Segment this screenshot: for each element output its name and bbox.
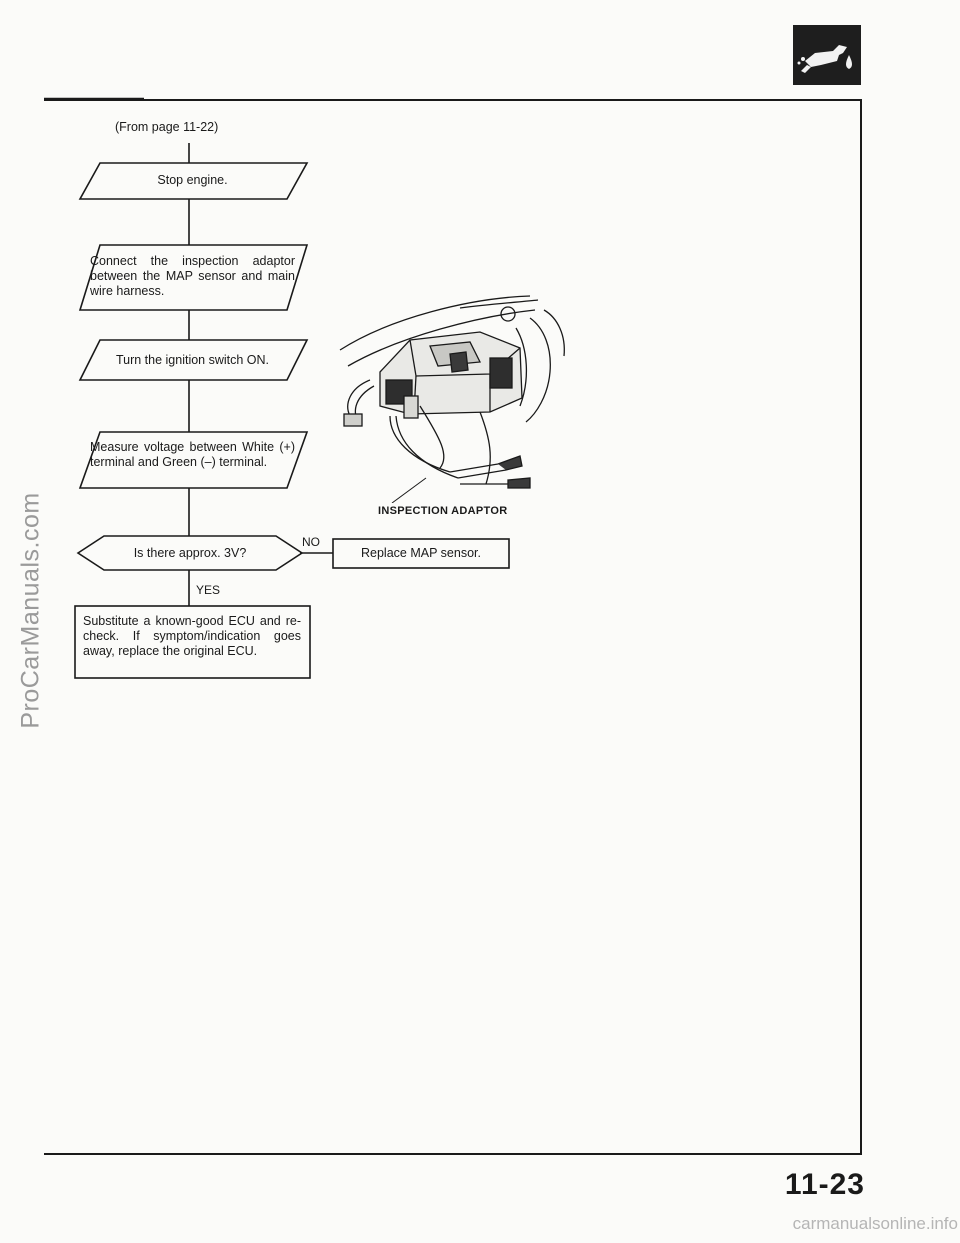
left-watermark: ProCarManuals.com	[10, 350, 52, 870]
step4-box	[78, 431, 309, 489]
step3-box	[78, 339, 309, 381]
no-result-text: Replace MAP sensor.	[361, 546, 481, 560]
page-number: 11-23	[784, 1168, 865, 1201]
fuel-nozzle-icon	[793, 25, 861, 85]
step4-text: Measure voltage between White (+) termin…	[90, 440, 295, 469]
map-sensor-illustration	[339, 295, 565, 503]
decision-text: Is there approx. 3V?	[133, 546, 247, 560]
step1-text: Stop engine.	[157, 173, 228, 187]
yes-result-text: Substitute a known-good ECU and re-check…	[83, 614, 301, 658]
no-result-box	[332, 538, 510, 569]
step3-text: Turn the ignition switch ON.	[115, 353, 270, 367]
no-label: NO	[302, 535, 320, 549]
decision-box	[76, 535, 304, 571]
step2-text: Connect the inspection adaptor between t…	[90, 254, 295, 298]
bottom-watermark: carmanualsonline.info	[792, 1214, 958, 1233]
from-page-label: (From page 11-22)	[115, 120, 219, 134]
inspection-adaptor-caption: INSPECTION ADAPTOR	[378, 505, 508, 517]
yes-result-box	[74, 605, 311, 679]
step1-box	[78, 162, 309, 200]
yes-label: YES	[196, 583, 221, 597]
step2-box	[78, 244, 309, 311]
left-watermark-text: ProCarManuals.com	[16, 491, 45, 729]
